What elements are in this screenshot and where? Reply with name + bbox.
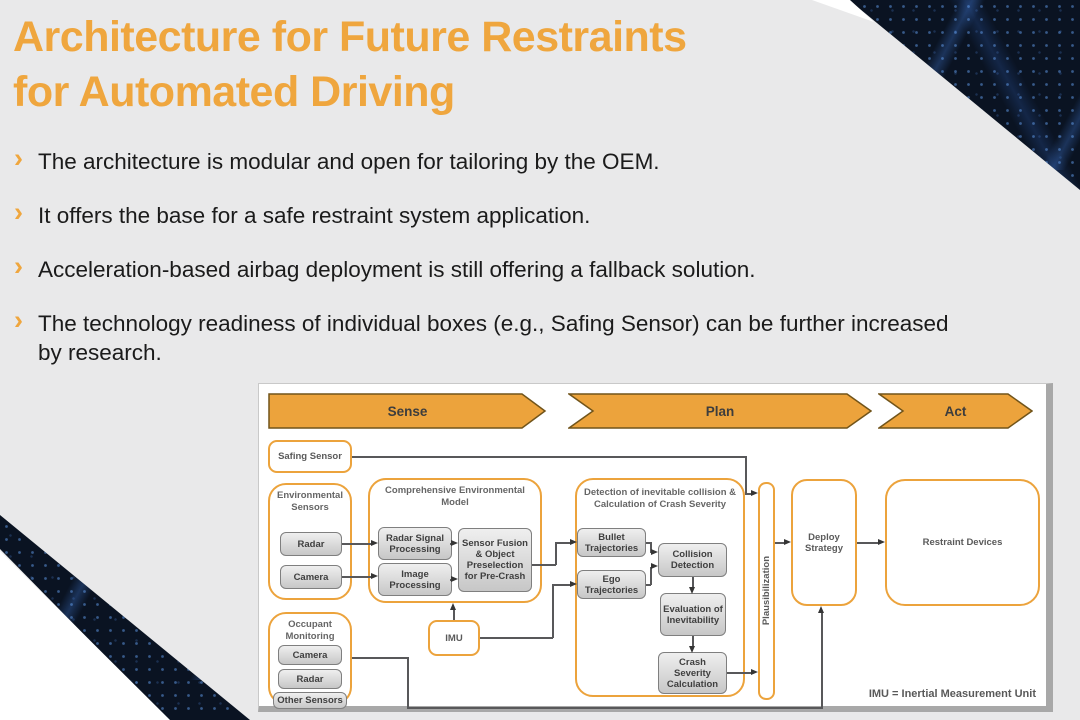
architecture-diagram-panel: Sense Plan Act Safing Sensor Environment… xyxy=(258,383,1053,712)
group-label: Environmental Sensors xyxy=(277,490,343,513)
evaluation-of-inevitability-box: Evaluation of Inevitability xyxy=(660,593,726,636)
connector xyxy=(453,609,455,620)
arrowhead xyxy=(689,646,695,653)
group-label: Detection of inevitable collision & Calc… xyxy=(577,487,743,510)
detection-group: Detection of inevitable collision & Calc… xyxy=(575,478,745,697)
arrowhead xyxy=(371,540,378,546)
group-label: Occupant Monitoring xyxy=(285,619,335,642)
bullet-text: The technology readiness of individual b… xyxy=(38,311,949,365)
connector xyxy=(775,542,786,544)
connector xyxy=(821,612,823,708)
bullet-list: › The architecture is modular and open fo… xyxy=(12,143,970,392)
arrowhead xyxy=(371,573,378,579)
chevron-bullet-icon: › xyxy=(14,197,23,227)
deploy-strategy-box: Deploy Strategy xyxy=(791,479,857,606)
arrowhead xyxy=(751,490,758,496)
connector xyxy=(745,456,747,494)
title-line-1: Architecture for Future Restraints xyxy=(13,13,687,61)
connector xyxy=(352,456,746,458)
camera-box: Camera xyxy=(280,565,342,589)
connector xyxy=(646,584,651,586)
chevron-arrow-shape xyxy=(566,393,873,429)
environmental-sensors-group: Environmental Sensors xyxy=(268,483,352,600)
act-phase-arrow: Act xyxy=(876,393,1034,429)
plan-phase-arrow: Plan xyxy=(566,393,873,429)
group-label: Comprehensive Environmental Model xyxy=(385,485,525,508)
radar-box: Radar xyxy=(280,532,342,556)
bullet-item: › It offers the base for a safe restraint… xyxy=(12,197,970,230)
collision-detection-box: Collision Detection xyxy=(658,543,727,577)
connector xyxy=(555,542,557,565)
crash-severity-calculation-box: Crash Severity Calculation xyxy=(658,652,727,694)
arrowhead xyxy=(818,606,824,613)
chevron-bullet-icon: › xyxy=(14,305,23,335)
comprehensive-environmental-model-group: Comprehensive Environmental Model xyxy=(368,478,542,603)
arrowhead xyxy=(570,539,577,545)
chevron-bullet-icon: › xyxy=(14,143,23,173)
arrowhead xyxy=(751,669,758,675)
arrowhead xyxy=(651,563,658,569)
connector xyxy=(532,564,556,566)
imu-footnote: IMU = Inertial Measurement Unit xyxy=(868,688,1036,700)
image-processing-box: Image Processing xyxy=(378,563,452,596)
connector xyxy=(857,542,880,544)
connector xyxy=(407,657,409,708)
bullet-trajectories-box: Bullet Trajectories xyxy=(577,528,646,557)
bullet-text: The architecture is modular and open for… xyxy=(38,149,660,174)
other-sensors-box: Other Sensors xyxy=(273,692,347,709)
group-label-line1: Detection of inevitable collision & xyxy=(583,487,737,498)
page-title: Architecture for Future Restraints for A… xyxy=(13,10,687,120)
arrowhead xyxy=(450,603,456,610)
safing-sensor-box: Safing Sensor xyxy=(268,440,352,473)
radar-signal-processing-box: Radar Signal Processing xyxy=(378,527,452,560)
arrowhead xyxy=(689,587,695,594)
bullet-item: › Acceleration-based airbag deployment is… xyxy=(12,251,970,284)
chevron-arrow-shape xyxy=(876,393,1034,429)
connector xyxy=(650,542,652,553)
bullet-text: Acceleration-based airbag deployment is … xyxy=(38,257,756,282)
bullet-item: › The technology readiness of individual … xyxy=(12,305,970,367)
connector xyxy=(552,584,554,638)
phase-label-act: Act xyxy=(944,403,967,419)
connector xyxy=(745,493,753,495)
ego-trajectories-box: Ego Trajectories xyxy=(577,570,646,599)
arrowhead xyxy=(784,539,791,545)
connector xyxy=(692,636,694,647)
phase-label-plan: Plan xyxy=(705,403,735,419)
title-line-2: for Automated Driving xyxy=(13,68,455,116)
occupant-camera-box: Camera xyxy=(278,645,342,665)
bullet-item: › The architecture is modular and open fo… xyxy=(12,143,970,176)
plausibilization-label: Plausibilization xyxy=(761,556,772,626)
imu-box: IMU xyxy=(428,620,480,656)
connector xyxy=(342,543,372,545)
connector xyxy=(552,584,570,586)
occupant-radar-box: Radar xyxy=(278,669,342,689)
phase-label-sense: Sense xyxy=(387,403,428,419)
plausibilization-box: Plausibilization xyxy=(758,482,775,700)
connector xyxy=(692,577,694,588)
group-label-line2: Calculation of Crash Severity xyxy=(594,498,726,510)
connector xyxy=(480,637,553,639)
connector xyxy=(646,542,651,544)
connector xyxy=(650,567,652,585)
arrowhead xyxy=(570,581,577,587)
bullet-text: It offers the base for a safe restraint … xyxy=(38,203,591,228)
connector xyxy=(352,657,408,659)
sensor-fusion-box: Sensor Fusion & Object Preselection for … xyxy=(458,528,532,592)
pentagon-arrow-shape xyxy=(268,393,547,429)
arrowhead xyxy=(451,540,458,546)
sense-phase-arrow: Sense xyxy=(268,393,547,429)
arrowhead xyxy=(651,549,658,555)
restraint-devices-box: Restraint Devices xyxy=(885,479,1040,606)
chevron-bullet-icon: › xyxy=(14,251,23,281)
connector xyxy=(555,542,571,544)
connector xyxy=(407,707,823,709)
connector xyxy=(727,672,753,674)
arrowhead xyxy=(451,576,458,582)
arrowhead xyxy=(878,539,885,545)
connector xyxy=(342,576,372,578)
